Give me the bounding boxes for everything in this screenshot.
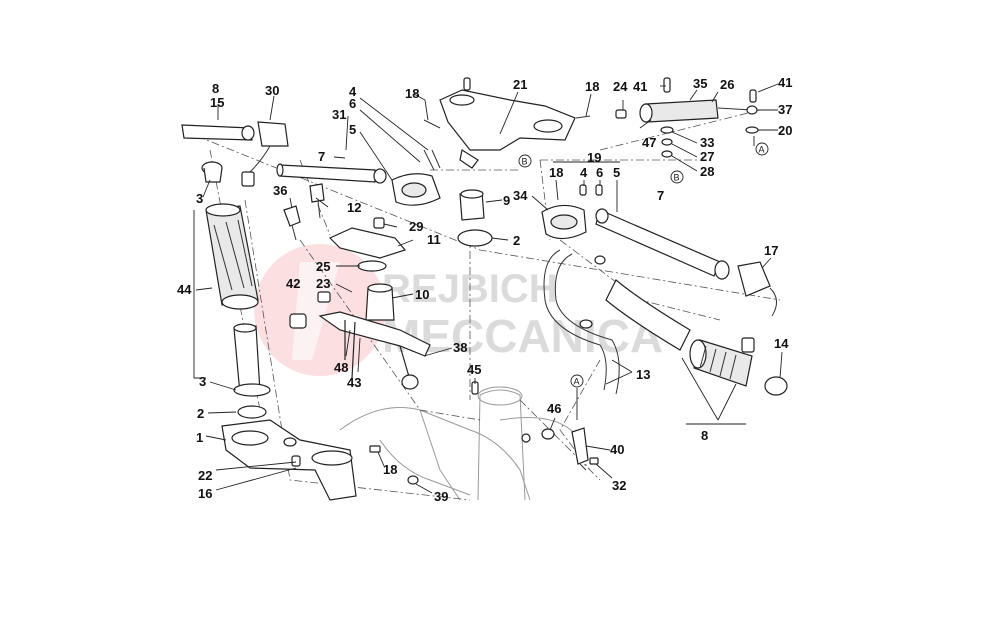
- part-damper-bracket: [541, 427, 589, 471]
- callout-11: 11: [427, 232, 441, 247]
- callout-8-right: 8: [701, 428, 708, 443]
- callout-10: 10: [415, 287, 429, 302]
- callout-31: 31: [332, 107, 346, 122]
- callout-23: 23: [316, 276, 330, 291]
- ref-marker-a-bracket: A: [570, 374, 584, 420]
- callout-9: 9: [503, 193, 510, 208]
- svg-text:B: B: [674, 173, 680, 183]
- callout-25: 25: [316, 259, 330, 274]
- callout-26: 26: [720, 77, 734, 92]
- ref-marker-b-damper: B: [670, 170, 684, 184]
- callout-38: 38: [453, 340, 467, 355]
- svg-text:A: A: [574, 377, 580, 387]
- callout-35: 35: [693, 76, 707, 91]
- part-left-clamp: [391, 149, 441, 206]
- ref-marker-a-damper: A: [753, 136, 769, 156]
- callout-21: 21: [513, 77, 527, 92]
- callout-3-lower: 3: [199, 374, 206, 389]
- part-throttle-housing: [737, 261, 777, 317]
- callout-41-left: 41: [633, 79, 647, 94]
- callout-33: 33: [700, 135, 714, 150]
- part-steering-damper: [615, 77, 759, 158]
- part-ignition-keys: [283, 183, 325, 241]
- part-upper-triple-clamp: [423, 77, 591, 169]
- callout-2-left: 2: [197, 406, 204, 421]
- callout-12: 12: [347, 200, 361, 215]
- callout-45: 45: [467, 362, 481, 377]
- callout-47: 47: [642, 135, 656, 150]
- callout-43: 43: [347, 375, 361, 390]
- callout-42: 42: [286, 276, 300, 291]
- part-right-clamp: [541, 184, 603, 240]
- part-left-clipon-grip: [181, 121, 289, 187]
- callout-41-right: 41: [778, 75, 792, 90]
- ref-marker-b-upper: B: [518, 154, 532, 168]
- callout-28: 28: [700, 164, 714, 179]
- callout-46: 46: [547, 401, 561, 416]
- callout-labels: 8 15 30 4 6 31 5 7 3 36 12 29 11 25 23 4…: [177, 75, 792, 504]
- callout-18-bottom: 18: [383, 462, 397, 477]
- callout-4-left: 4: [349, 84, 357, 99]
- callout-30: 30: [265, 83, 279, 98]
- leader-lines: [193, 83, 783, 494]
- part-lower-triple-clamp: [221, 419, 357, 501]
- callout-19: 19: [587, 150, 601, 165]
- part-right-handlebar-tube: [595, 208, 730, 280]
- part-steering-nut: [457, 189, 493, 247]
- callout-18-top-right: 18: [585, 79, 599, 94]
- part-bracket-11: [328, 217, 407, 259]
- callout-32: 32: [612, 478, 626, 493]
- callout-29: 29: [409, 219, 423, 234]
- part-throttle-grip: [689, 337, 788, 396]
- svg-text:B: B: [522, 157, 528, 167]
- callout-36: 36: [273, 183, 287, 198]
- callout-18-right: 18: [549, 165, 563, 180]
- callout-6-right: 6: [596, 165, 603, 180]
- callout-37: 37: [778, 102, 792, 117]
- callout-40: 40: [610, 442, 624, 457]
- callout-17: 17: [764, 243, 778, 258]
- callout-2-center: 2: [513, 233, 520, 248]
- callout-22: 22: [198, 468, 212, 483]
- callout-39: 39: [434, 489, 448, 504]
- callout-7-right: 7: [657, 188, 664, 203]
- watermark-line-2: MECCANICA: [382, 310, 663, 362]
- watermark-logo-cut: [292, 262, 340, 360]
- callout-34: 34: [513, 188, 528, 203]
- callout-7-left: 7: [318, 149, 325, 164]
- callout-16: 16: [198, 486, 212, 501]
- callout-48: 48: [334, 360, 348, 375]
- part-left-handlebar-tube: [276, 163, 387, 184]
- svg-text:A: A: [759, 145, 765, 155]
- part-steering-stem: [201, 161, 271, 419]
- callout-3-upper: 3: [196, 191, 203, 206]
- callout-5-left: 5: [349, 122, 356, 137]
- callout-5-right: 5: [613, 165, 620, 180]
- callout-24: 24: [613, 79, 628, 94]
- callout-44: 44: [177, 282, 192, 297]
- frame-outline: [339, 386, 581, 501]
- callout-20: 20: [778, 123, 792, 138]
- callout-6-left: 6: [349, 96, 356, 111]
- callout-27: 27: [700, 149, 714, 164]
- callout-1: 1: [196, 430, 203, 445]
- part-fasteners: [369, 381, 599, 485]
- callout-8-left: 8: [212, 81, 219, 96]
- callout-18-top-left: 18: [405, 86, 419, 101]
- part-ignition-switch: [289, 260, 431, 390]
- part-throttle-cables: [543, 249, 691, 395]
- callout-4-right: 4: [580, 165, 588, 180]
- callout-14: 14: [774, 336, 789, 351]
- callout-13: 13: [636, 367, 650, 382]
- callout-15: 15: [210, 95, 224, 110]
